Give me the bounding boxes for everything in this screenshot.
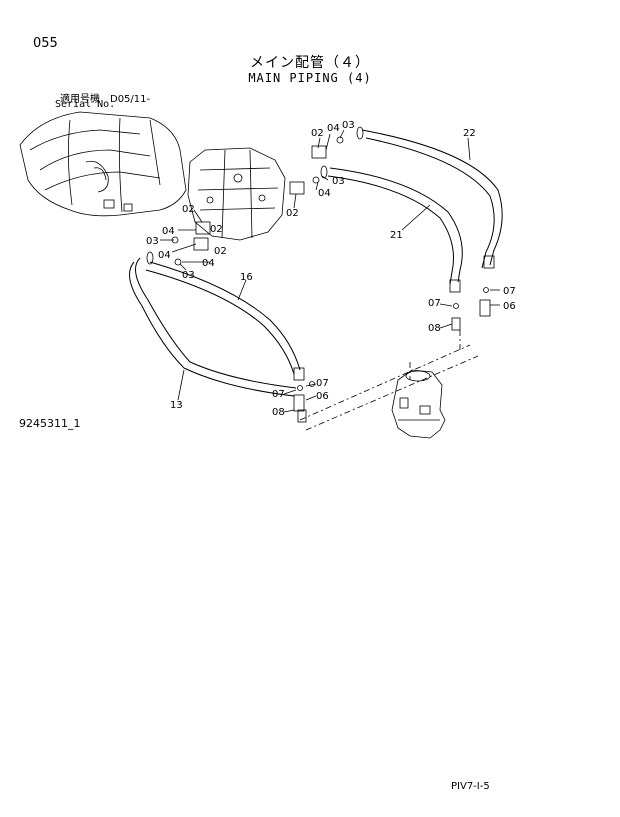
callout-07: 07 — [316, 378, 329, 389]
callout-03: 03 — [342, 120, 355, 131]
callout-02: 02 — [214, 246, 227, 257]
callout-03: 03 — [332, 176, 345, 187]
page-number: 055 — [33, 36, 58, 51]
callout-06: 06 — [316, 391, 329, 402]
engine-assembly — [19, 111, 187, 217]
title-english: MAIN PIPING (4) — [248, 71, 372, 85]
callouts: 02 04 03 22 03 04 02 21 02 02 04 03 04 0… — [146, 120, 516, 418]
title-japanese: メイン配管（４） — [250, 55, 370, 71]
callout-04: 04 — [158, 250, 171, 261]
control-valve — [187, 147, 286, 241]
callout-02: 02 — [286, 208, 299, 219]
callout-08: 08 — [428, 323, 441, 334]
callout-04: 04 — [327, 123, 340, 134]
callout-16: 16 — [240, 272, 253, 283]
callout-04: 04 — [162, 226, 175, 237]
pump-assembly — [391, 369, 446, 439]
callout-02: 02 — [182, 204, 195, 215]
callout-04: 04 — [202, 258, 215, 269]
page-code: PIV7-I-5 — [451, 781, 490, 792]
callout-02: 02 — [311, 128, 324, 139]
figure-id: 9245311_1 — [19, 417, 81, 430]
serial-label-english: Serial No. — [55, 99, 116, 110]
callout-07: 07 — [503, 286, 516, 297]
callout-07: 07 — [272, 389, 285, 400]
callout-06: 06 — [503, 301, 516, 312]
callout-02: 02 — [210, 224, 223, 235]
centre-lines — [299, 330, 479, 431]
callout-04: 04 — [318, 188, 331, 199]
callout-08: 08 — [272, 407, 285, 418]
serial-label-japanese: 適用号機 D05/11- — [60, 94, 151, 105]
callout-07: 07 — [428, 298, 441, 309]
callout-03: 03 — [146, 236, 159, 247]
leader-lines — [160, 129, 500, 413]
callout-13: 13 — [170, 400, 183, 411]
callout-03: 03 — [182, 270, 195, 281]
callout-22: 22 — [463, 128, 476, 139]
hoses — [129, 129, 503, 397]
callout-21: 21 — [390, 230, 403, 241]
